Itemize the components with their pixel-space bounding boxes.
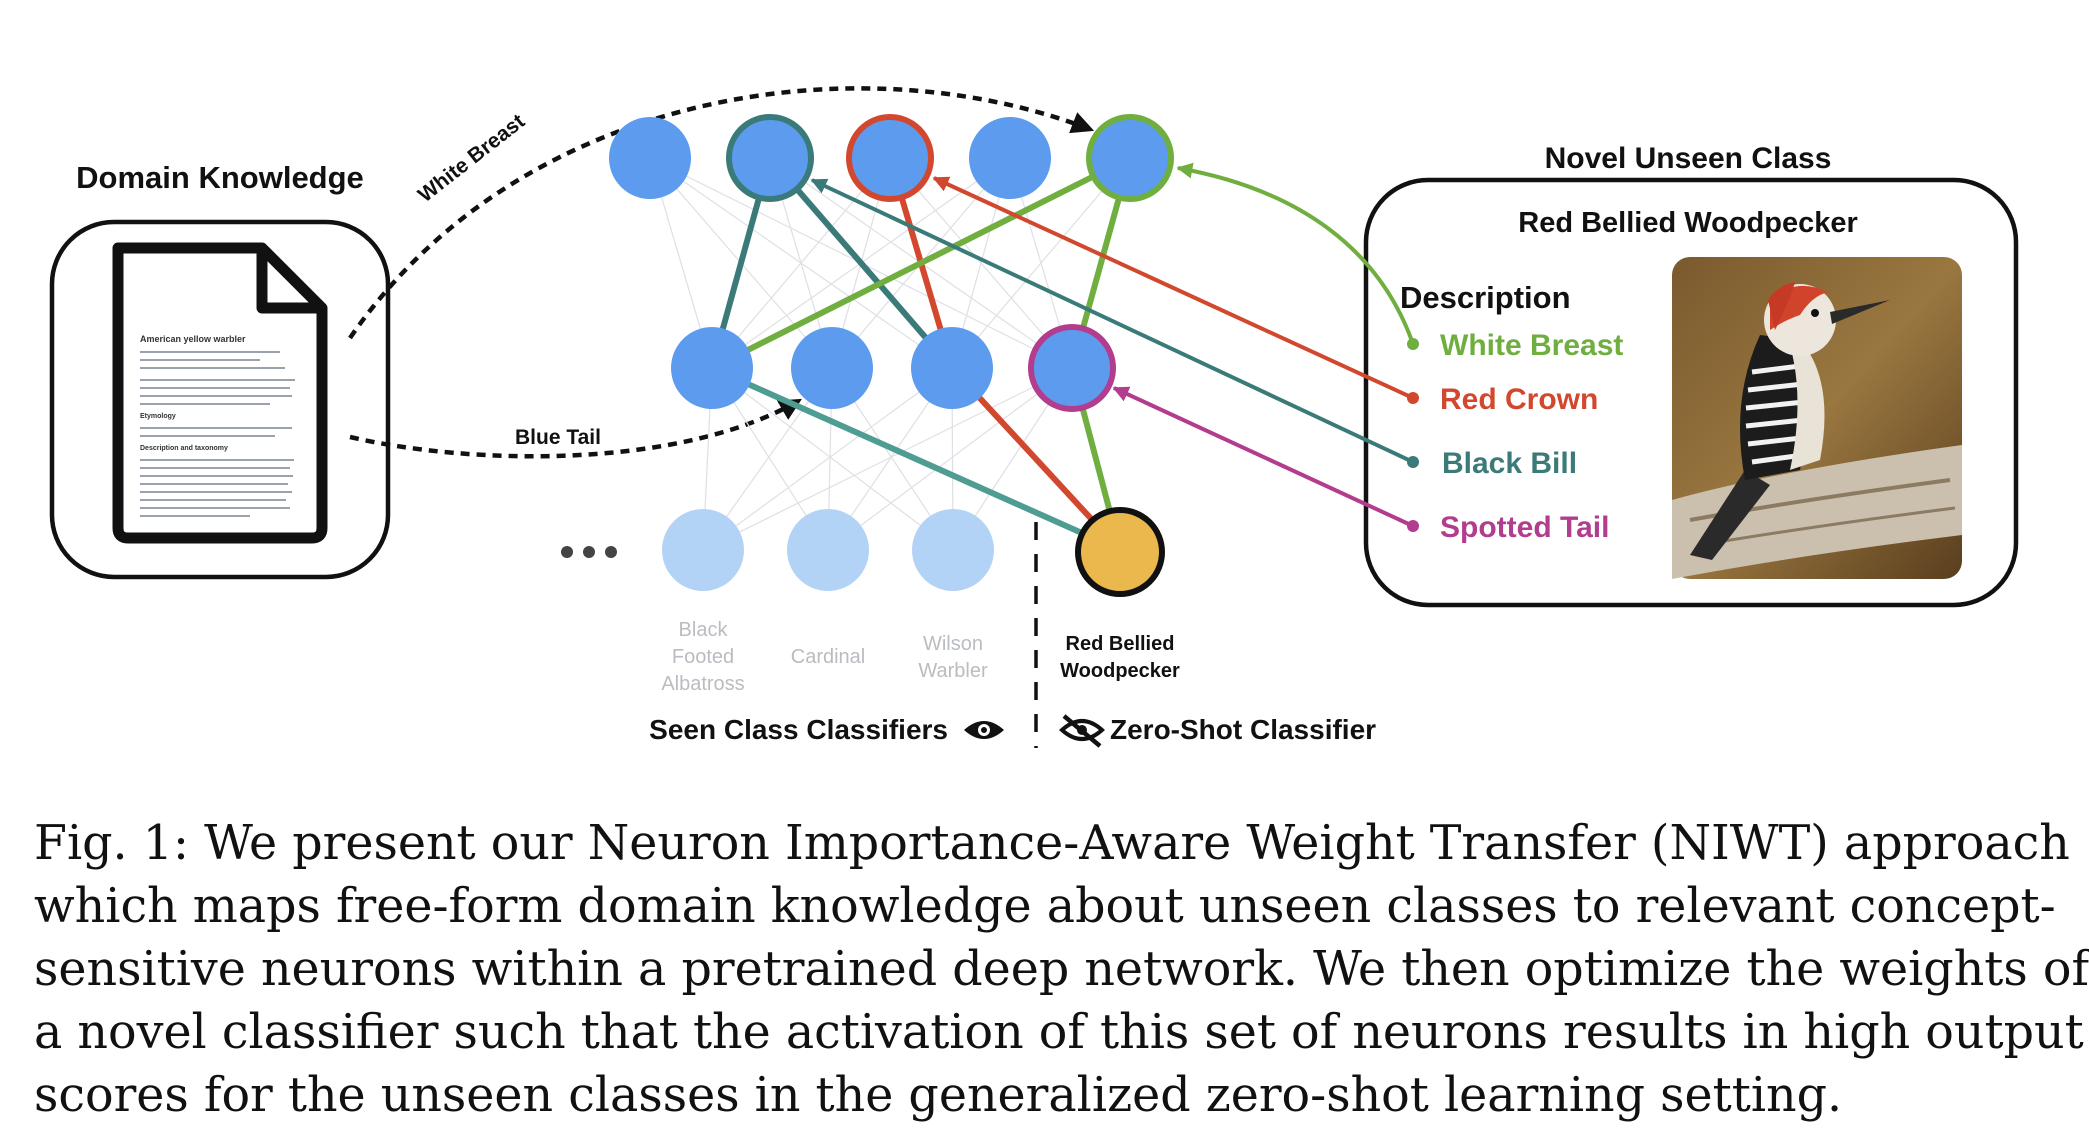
attribute-black-bill: Black Bill — [1442, 447, 1577, 480]
red-crown-attribute-arrow — [932, 176, 1414, 400]
attribute-red-crown: Red Crown — [1440, 383, 1598, 416]
neuron-l2-1 — [671, 327, 753, 409]
document-icon: American yellow warbler Etymology Descri… — [112, 242, 328, 544]
seen-classifier-node-albatross — [662, 509, 744, 591]
neuron-l2-2 — [791, 327, 873, 409]
novel-class-header: Novel Unseen Class — [1545, 142, 1832, 175]
doc-section-etymology: Etymology — [140, 413, 176, 420]
zero-shot-classifier-label: Zero-Shot Classifier — [1110, 714, 1376, 745]
neuron-l2-3 — [911, 327, 993, 409]
domain-knowledge-title: Domain Knowledge — [76, 160, 364, 195]
neuron-l1-5-white-breast — [1086, 114, 1174, 202]
neuron-l1-4 — [969, 117, 1051, 199]
seen-classifier-nodes — [561, 509, 994, 591]
zero-shot-classifier-node — [1075, 507, 1165, 597]
blue-tail-arrow-label: Blue Tail — [515, 426, 601, 449]
caption-line: sensitive neurons within a pretrained de… — [34, 942, 2089, 997]
neuron-l2-4-spotted-tail — [1028, 324, 1116, 412]
caption-line: Fig. 1: We present our Neuron Importance… — [34, 816, 2070, 871]
ellipsis-dot — [583, 546, 595, 558]
eye-slash-icon — [1059, 714, 1105, 748]
ellipsis-dot — [561, 546, 573, 558]
neuron-l1-1 — [609, 117, 691, 199]
white-breast-attribute-arrow — [1176, 162, 1415, 345]
attribute-white-breast: White Breast — [1440, 329, 1623, 362]
caption-line: which maps free-form domain knowledge ab… — [34, 879, 2056, 934]
figure-caption: Fig. 1: We present our Neuron Importance… — [34, 812, 2089, 1127]
ellipsis-dot — [605, 546, 617, 558]
spotted-tail-attribute-arrow — [1112, 386, 1414, 528]
neuron-l1-2-black-bill — [726, 114, 814, 202]
neuron-l1-3-red-crown — [846, 114, 934, 202]
domain-knowledge-box — [49, 219, 391, 580]
caption-line: a novel classifier such that the activat… — [34, 1005, 2084, 1060]
white-breast-arrow-label: White Breast — [414, 110, 529, 207]
caption-line: scores for the unseen classes in the gen… — [34, 1068, 1843, 1123]
doc-title: American yellow warbler — [140, 334, 246, 344]
neuron-layer-2 — [671, 324, 1116, 412]
seen-classifier-node-cardinal — [787, 509, 869, 591]
black-bill-attribute-arrow — [810, 178, 1414, 464]
novel-class-box — [1363, 177, 2019, 608]
niwt-figure: Domain Knowledge American yellow warbler… — [49, 86, 2019, 748]
seen-class-label-cardinal: Cardinal — [791, 646, 865, 668]
attribute-spotted-tail: Spotted Tail — [1440, 511, 1609, 544]
doc-section-description: Description and taxonomy — [140, 445, 228, 452]
neuron-layer-1 — [609, 114, 1174, 202]
woodpecker-photo — [1672, 257, 1962, 579]
blue-tail-arrow — [349, 398, 802, 459]
novel-class-name: Red Bellied Woodpecker — [1518, 207, 1858, 239]
seen-class-classifiers-label: Seen Class Classifiers — [649, 714, 948, 745]
white-breast-arrow — [348, 86, 1095, 340]
description-label: Description — [1400, 280, 1571, 315]
seen-classifier-node-wilson-warbler — [912, 509, 994, 591]
eye-icon — [964, 721, 1004, 739]
